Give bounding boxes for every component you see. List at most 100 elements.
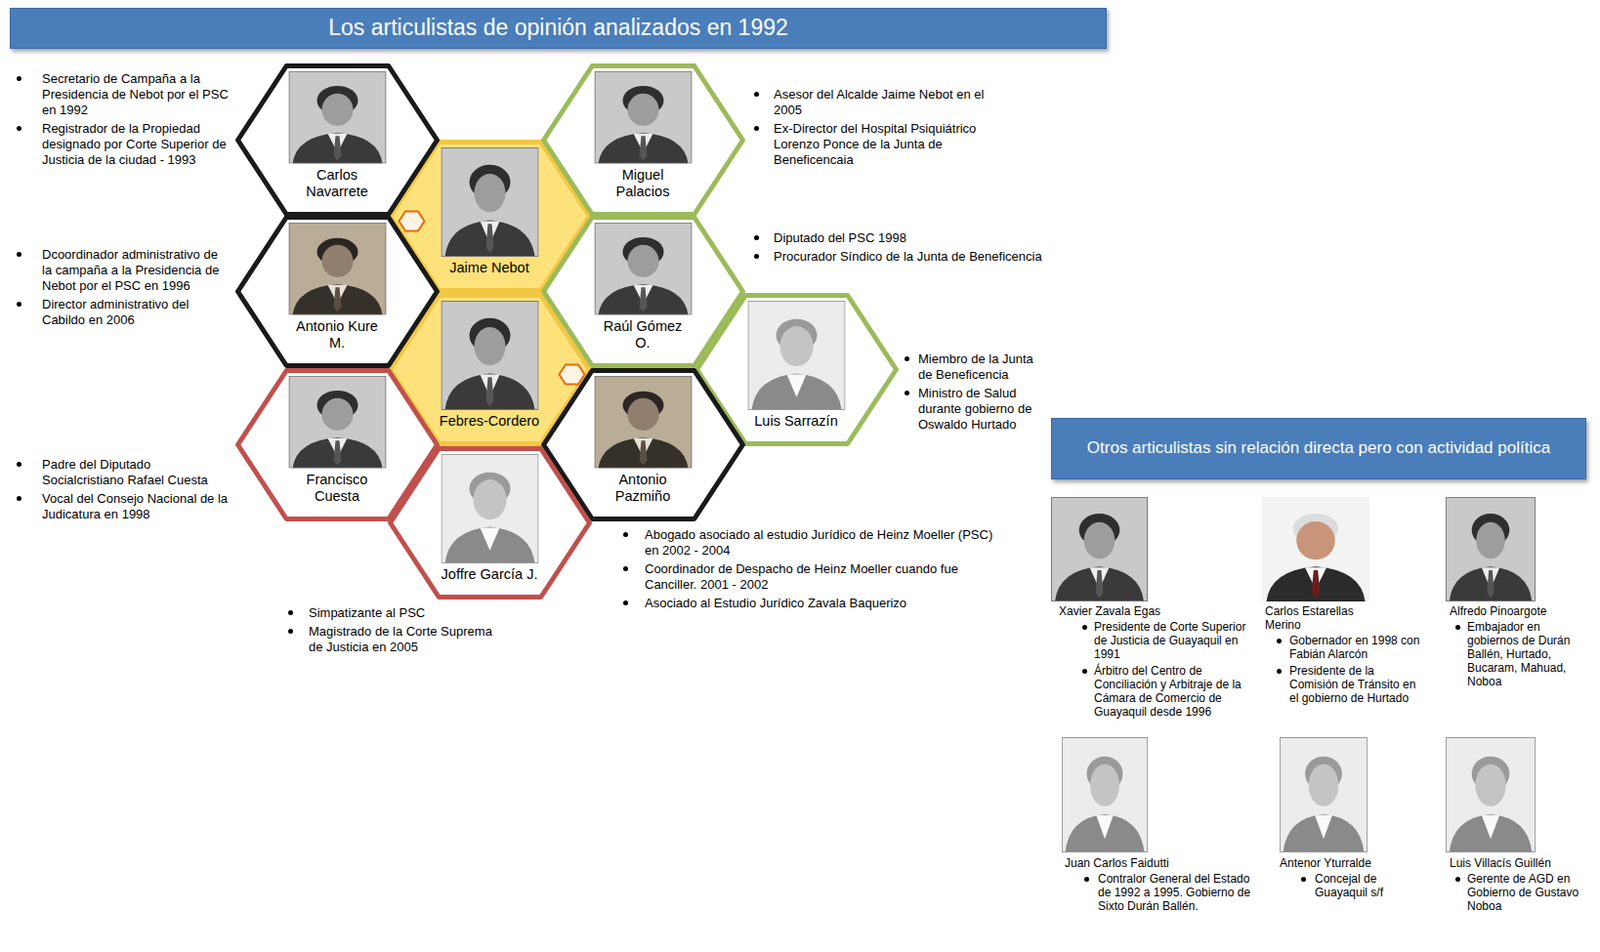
- portrait-photo: [288, 222, 386, 316]
- bullet-dot: [288, 629, 294, 634]
- bullet-dot: [1455, 625, 1461, 631]
- hexagon-node: Luis Sarrazín: [694, 293, 899, 447]
- hexagon-node: Carlos Navarrete: [235, 63, 440, 217]
- person-name: Antenor Yturralde: [1279, 856, 1427, 871]
- bullet-text: Gobernador en 1998 con Fabián Alarcón: [1289, 633, 1422, 662]
- bullet-text: Diputado del PSC 1998: [773, 230, 1057, 247]
- portrait-photo: [1051, 497, 1148, 602]
- bullet-dot: [16, 462, 22, 467]
- bullet-text: Simpatizante al PSC: [308, 605, 505, 622]
- list-item: Árbitro del Centro de Conciliación y Arb…: [1094, 664, 1251, 719]
- person-name: Carlos Navarrete: [288, 167, 386, 202]
- person-name: Jaime Nebot: [421, 259, 558, 277]
- bullet-text: Concejal de Guayaquil s/f: [1314, 872, 1432, 900]
- name-wrap: Joffre García J.: [421, 566, 558, 584]
- bullet-list: Miembro de la Junta de BeneficenciaMinis…: [918, 351, 1051, 433]
- list-item: Concejal de Guayaquil s/f: [1314, 872, 1432, 900]
- bullet-dot: [1084, 877, 1090, 883]
- name-block: Alfredo Pinoargote: [1449, 604, 1592, 619]
- name-block: Xavier Zavala Egas: [1058, 604, 1206, 619]
- portrait-photo: [1445, 497, 1536, 602]
- list-item: Secretario de Campaña a la Presidencia d…: [42, 71, 230, 119]
- portrait-photo: [288, 376, 386, 469]
- bullet-text: Coordinador de Despacho de Heinz Moeller…: [644, 561, 997, 593]
- person-name: Febres-Cordero: [421, 413, 558, 430]
- bullet-text: Embajador en gobiernos de Durán Ballén, …: [1467, 620, 1587, 689]
- bullet-list: Asesor del Alcalde Jaime Nebot en el 200…: [773, 86, 994, 169]
- bullet-list: Dcoordinador administrativo de la campañ…: [42, 247, 230, 329]
- bullet-text: Presidente de Corte Superior de Justicia…: [1094, 620, 1251, 662]
- name-block: Luis Villacís Guillén: [1449, 856, 1592, 871]
- bullet-text: Gerente de AGD en Gobierno de Gustavo No…: [1467, 872, 1587, 914]
- portrait-photo: [593, 222, 692, 316]
- name-wrap: Febres-Cordero: [421, 413, 558, 430]
- portrait-photo: [288, 71, 386, 165]
- portrait-photo: [593, 376, 692, 469]
- list-item: Coordinador de Despacho de Heinz Moeller…: [644, 561, 997, 593]
- banner-text: Otros articulistas sin relación directa …: [1087, 437, 1551, 460]
- small-hexagon-mark: [558, 364, 585, 384]
- list-item: Simpatizante al PSC: [308, 605, 505, 622]
- bullet-text: Padre del Diputado Socialcristiano Rafae…: [42, 457, 230, 489]
- bullet-dot: [1276, 669, 1282, 674]
- bullet-list: Abogado asociado al estudio Jurídico de …: [644, 527, 997, 612]
- name-wrap: Raúl Gómez O.: [596, 318, 690, 353]
- bullet-list: Secretario de Campaña a la Presidencia d…: [42, 71, 230, 169]
- banner-box: Otros articulistas sin relación directa …: [1051, 418, 1587, 480]
- bullet-dot: [288, 610, 294, 616]
- list-item: Gerente de AGD en Gobierno de Gustavo No…: [1467, 872, 1587, 914]
- list-item: Director administrativo del Cabildo en 2…: [42, 296, 230, 329]
- bullet-text: Registrador de la Propiedad designado po…: [42, 121, 230, 169]
- bullet-list: Concejal de Guayaquil s/f: [1314, 872, 1432, 900]
- list-item: Contralor General del Estado de 1992 a 1…: [1097, 872, 1260, 914]
- portrait-photo: [440, 300, 539, 411]
- person-name: Antonio Kure M.: [288, 318, 386, 353]
- person-name: Francisco Cuesta: [288, 471, 386, 506]
- bullet-dot: [1276, 638, 1282, 644]
- title-band: Los articulistas de opinión analizados e…: [9, 7, 1107, 49]
- name-wrap: Carlos Navarrete: [288, 167, 386, 202]
- bullet-text: Procurador Síndico de la Junta de Benefi…: [773, 249, 1057, 265]
- list-item: Presidente de Corte Superior de Justicia…: [1094, 620, 1251, 662]
- portrait-photo: [593, 71, 692, 165]
- portrait-photo: [1262, 497, 1370, 602]
- list-item: Carlos Estarellas Merino: [1264, 604, 1383, 632]
- hexagon-outline: [237, 216, 437, 366]
- hexagon-node: Joffre García J.: [387, 446, 592, 600]
- hexagon-outline: [237, 65, 437, 214]
- bullet-dot: [754, 253, 759, 259]
- bullet-list: Diputado del PSC 1998Procurador Síndico …: [773, 230, 1057, 265]
- bullet-dot: [16, 76, 22, 82]
- name-block: Antenor Yturralde: [1279, 856, 1427, 871]
- name-wrap: Antonio Kure M.: [288, 318, 386, 353]
- name-wrap: Francisco Cuesta: [288, 471, 386, 506]
- list-item: Embajador en gobiernos de Durán Ballén, …: [1467, 620, 1587, 689]
- portrait-photo: [1061, 737, 1148, 853]
- bullet-dot: [1082, 669, 1088, 674]
- bullet-text: Abogado asociado al estudio Jurídico de …: [644, 527, 997, 559]
- portrait-photo: [440, 147, 539, 257]
- bullet-dot: [623, 600, 629, 606]
- person-name: Juan Carlos Faidutti: [1064, 856, 1222, 871]
- name-block: Juan Carlos Faidutti: [1064, 856, 1222, 871]
- bullet-list: Presidente de Corte Superior de Justicia…: [1094, 620, 1251, 719]
- list-item: Vocal del Consejo Nacional de la Judicat…: [42, 491, 230, 523]
- bullet-dot: [623, 566, 629, 572]
- list-item: Alfredo Pinoargote: [1449, 604, 1592, 619]
- person-name: Alfredo Pinoargote: [1449, 604, 1592, 619]
- list-item: Magistrado de la Corte Suprema de Justic…: [308, 624, 505, 656]
- list-item: Presidente de la Comisión de Tránsito en…: [1289, 664, 1422, 706]
- bullet-list: Padre del Diputado Socialcristiano Rafae…: [42, 457, 230, 523]
- bullet-dot: [904, 356, 910, 362]
- list-item: Dcoordinador administrativo de la campañ…: [42, 247, 230, 295]
- bullet-text: Presidente de la Comisión de Tránsito en…: [1289, 664, 1422, 706]
- bullet-dot: [1082, 625, 1088, 631]
- bullet-text: Magistrado de la Corte Suprema de Justic…: [308, 624, 505, 656]
- bullet-dot: [623, 532, 629, 538]
- list-item: Asesor del Alcalde Jaime Nebot en el 200…: [773, 86, 994, 119]
- bullet-text: Ministro de Salud durante gobierno de Os…: [918, 385, 1051, 433]
- hexagon-outline: [543, 65, 743, 214]
- bullet-text: Dcoordinador administrativo de la campañ…: [42, 247, 230, 295]
- person-name: Luis Villacís Guillén: [1449, 856, 1592, 871]
